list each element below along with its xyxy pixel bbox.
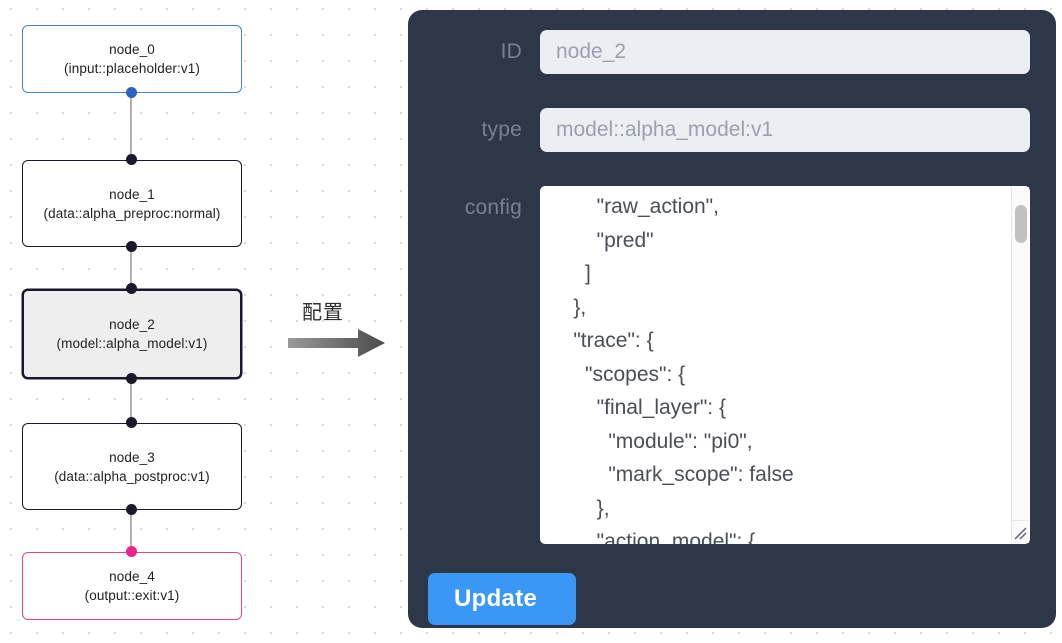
edge-node3-node4 — [130, 510, 132, 557]
config-scrollbar-thumb[interactable] — [1015, 205, 1027, 243]
field-row-id: ID — [428, 30, 1030, 74]
node_3-source-handle[interactable] — [125, 504, 137, 515]
config-textarea[interactable] — [540, 186, 1030, 544]
type-input[interactable] — [540, 108, 1030, 152]
config-editor[interactable] — [540, 186, 1030, 544]
type-field-label: type — [481, 118, 522, 141]
node_3-target-handle[interactable] — [125, 417, 137, 428]
node_0-source-handle[interactable] — [125, 87, 137, 98]
config-scrollbar-track[interactable] — [1011, 187, 1029, 521]
node-config-panel: ID type config — [408, 10, 1056, 628]
config-resize-handle[interactable] — [1011, 520, 1029, 543]
update-button[interactable]: Update — [428, 573, 576, 625]
field-row-type: type — [428, 108, 1030, 152]
flow-node-label: node_3 (data::alpha_postproc:v1) — [54, 449, 210, 484]
node_4-target-handle[interactable] — [125, 546, 137, 557]
flow-node-node_4[interactable]: node_4 (output::exit:v1) — [22, 552, 242, 620]
edge-node2-node3 — [130, 379, 132, 428]
annotation-label: 配置 — [302, 302, 344, 324]
edge-node0-node1 — [130, 93, 132, 165]
id-input[interactable] — [540, 30, 1030, 74]
flow-node-label: node_0 (input::placeholder:v1) — [64, 42, 200, 76]
flow-node-label: node_4 (output::exit:v1) — [84, 569, 180, 603]
node_2-source-handle[interactable] — [125, 373, 137, 384]
resize-grip-icon — [1014, 527, 1027, 540]
field-row-config: config — [428, 186, 1030, 544]
edge-node1-node2 — [130, 247, 132, 294]
flow-canvas[interactable]: node_0 (input::placeholder:v1) node_1 (d… — [0, 0, 300, 643]
flow-node-node_1[interactable]: node_1 (data::alpha_preproc:normal) — [22, 160, 242, 247]
node_1-source-handle[interactable] — [125, 241, 137, 252]
node_1-target-handle[interactable] — [125, 154, 137, 165]
flow-node-label: node_1 (data::alpha_preproc:normal) — [43, 186, 221, 221]
config-field-label: config — [464, 196, 522, 219]
flow-node-node_0[interactable]: node_0 (input::placeholder:v1) — [22, 25, 242, 93]
node_2-target-handle[interactable] — [125, 283, 137, 294]
flow-node-label: node_2 (model::alpha_model:v1) — [56, 317, 208, 351]
right-arrow-icon — [288, 329, 385, 357]
id-field-label: ID — [500, 40, 522, 63]
annotation-arrow-group: 配置 — [288, 296, 398, 360]
flow-node-node_3[interactable]: node_3 (data::alpha_postproc:v1) — [22, 423, 242, 510]
flow-node-node_2[interactable]: node_2 (model::alpha_model:v1) — [22, 289, 242, 379]
